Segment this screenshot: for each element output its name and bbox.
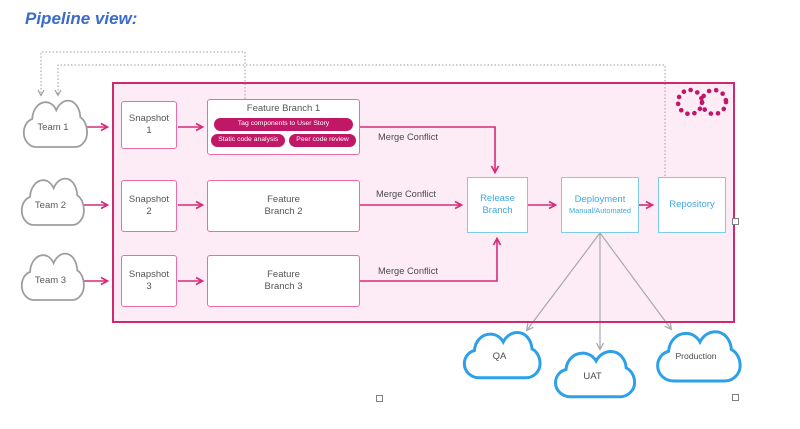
selection-handle-right[interactable] (732, 218, 739, 225)
snapshot2-box: Snapshot 2 (121, 180, 177, 232)
snapshot3-label-line2: 3 (146, 281, 152, 292)
environment-clouds (463, 330, 742, 398)
deployment-env-arrows (525, 232, 673, 351)
snapshot1-label-line2: 1 (146, 125, 152, 136)
deployment-box: Deployment Manual/Automated (561, 177, 639, 233)
feature-branch3-line1: Feature (267, 268, 300, 280)
team3-label: Team 3 (34, 275, 67, 286)
pill-static-code-analysis: Static code analysis (211, 134, 286, 148)
feature-branch2-line1: Feature (267, 193, 300, 205)
snapshot1-label-line1: Snapshot (128, 112, 170, 124)
snapshot3-box: Snapshot 3 (121, 255, 177, 307)
feedback-featurebranch1-to-team1 (37, 51, 246, 99)
uat-cloud-label: UAT (583, 371, 602, 382)
merge-conflict-label-2: Merge Conflict (376, 189, 436, 199)
team2-label: Team 2 (34, 200, 67, 211)
feedback-repository-to-team1 (54, 64, 666, 176)
qa-cloud-label: QA (492, 351, 507, 362)
release-branch-line2: Branch (482, 205, 513, 216)
repository-label: Repository (669, 198, 715, 210)
deployment-line1: Deployment (574, 194, 626, 206)
selection-handle-bottom-right[interactable] (732, 394, 739, 401)
page-title: Pipeline view: (25, 9, 138, 28)
snapshot1-box: Snapshot 1 (121, 101, 177, 149)
feature-branch3-box: Feature Branch 3 (207, 255, 360, 307)
pill-tag-components: Tag components to User Story (214, 118, 353, 132)
feature-branch2-line2: Branch 2 (264, 206, 303, 217)
snapshot2-label-line1: Snapshot (128, 193, 170, 205)
arrow-fb1-to-release (360, 126, 500, 175)
release-branch-line1: Release (480, 192, 515, 204)
pink-flow-arrows (82, 122, 655, 286)
release-branch-box: Release Branch (467, 177, 528, 233)
snapshot2-label-line2: 2 (146, 206, 152, 217)
devops-infinity-icon (675, 87, 729, 117)
feature-branch1-box: Feature Branch 1 Tag components to User … (207, 99, 360, 155)
arrow-deployment-to-production (599, 232, 673, 331)
arrow-fb3-to-release (360, 236, 502, 282)
deployment-line2: Manual/Automated (568, 206, 632, 216)
feature-branch3-line2: Branch 3 (264, 281, 303, 292)
snapshot3-label-line1: Snapshot (128, 268, 170, 280)
merge-conflict-label-1: Merge Conflict (378, 132, 438, 142)
team1-label: Team 1 (37, 122, 69, 133)
feature-branch1-title: Feature Branch 1 (246, 103, 321, 114)
feedback-dotted-connectors (37, 51, 666, 176)
production-cloud-label: Production (675, 351, 717, 361)
merge-conflict-label-3: Merge Conflict (378, 266, 438, 276)
repository-box: Repository (658, 177, 726, 233)
pill-peer-code-review: Peer code review (289, 134, 356, 148)
feature-branch1-pill-row: Static code analysis Peer code review (211, 134, 356, 148)
selection-handle-bottom-left[interactable] (376, 395, 383, 402)
arrow-deployment-to-qa (525, 232, 601, 332)
feature-branch2-box: Feature Branch 2 (207, 180, 360, 232)
